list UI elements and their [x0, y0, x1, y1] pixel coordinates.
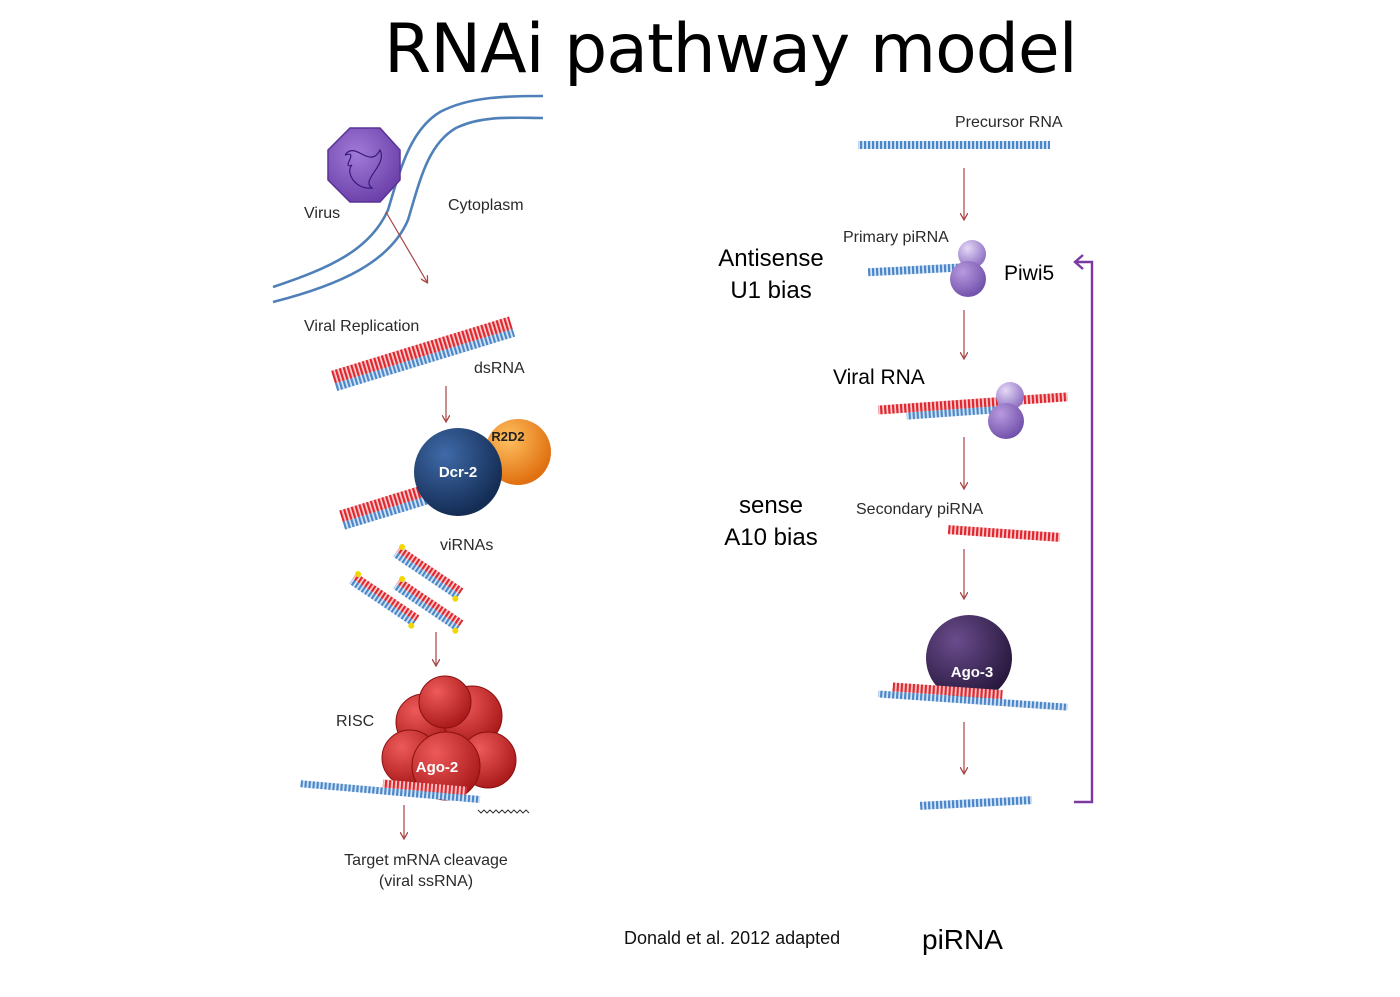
risc-label: RISC	[336, 713, 374, 730]
piwi5-protein	[950, 240, 986, 297]
ago3-label: Ago-3	[951, 664, 994, 681]
dcr2-protein	[414, 428, 502, 516]
virna-duplexes	[349, 544, 464, 634]
viral-replication-label: Viral Replication	[304, 318, 419, 335]
cell-membrane-outer	[272, 94, 544, 289]
piwi5-bound-protein	[988, 382, 1024, 439]
dsrna-duplex	[331, 316, 516, 392]
antisense-label-2: U1 bias	[730, 277, 811, 304]
entry-arrow	[385, 211, 427, 282]
amplified-pirna	[919, 796, 1033, 810]
primary-pirna-label: Primary piRNA	[843, 229, 949, 246]
ping-pong-bracket	[1074, 260, 1094, 804]
pirna-panel-label: piRNA	[922, 924, 1003, 955]
cleavage-label-1: Target mRNA cleavage	[344, 852, 508, 869]
dsrna-label: dsRNA	[474, 360, 525, 377]
target-mrna	[300, 779, 481, 803]
secondary-pirna-label: Secondary piRNA	[856, 501, 984, 518]
cell-membrane-inner	[272, 116, 544, 304]
sense-label-1: sense	[739, 492, 803, 519]
dcr2-label: Dcr-2	[439, 464, 477, 481]
bracket-arrowhead	[1073, 254, 1084, 270]
ago3-protein	[926, 615, 1012, 701]
viral-rna-label: Viral RNA	[833, 366, 925, 389]
ago2-protein	[381, 675, 517, 801]
secondary-pirna	[947, 525, 1061, 542]
page-title: RNAi pathway model	[384, 10, 1078, 89]
virus-icon	[327, 127, 401, 203]
piwi5-label: Piwi5	[1004, 262, 1054, 285]
sense-label-2: A10 bias	[724, 524, 817, 551]
virnas-label: viRNAs	[440, 537, 493, 554]
cleaved-strand	[477, 809, 530, 814]
cytoplasm-label: Cytoplasm	[448, 197, 524, 214]
precursor-label: Precursor RNA	[955, 114, 1063, 131]
precursor-rna	[858, 141, 1050, 149]
primary-pirna	[867, 263, 961, 277]
ago3-duplex	[877, 682, 1068, 711]
virus-label: Virus	[304, 205, 340, 222]
viral-rna-duplex	[877, 392, 1069, 420]
antisense-label-1: Antisense	[718, 245, 823, 272]
cleavage-label-2: (viral ssRNA)	[379, 873, 473, 890]
r2d2-label: R2D2	[491, 429, 524, 444]
ago2-label: Ago-2	[416, 759, 459, 776]
credit-text: Donald et al. 2012 adapted	[624, 928, 841, 948]
